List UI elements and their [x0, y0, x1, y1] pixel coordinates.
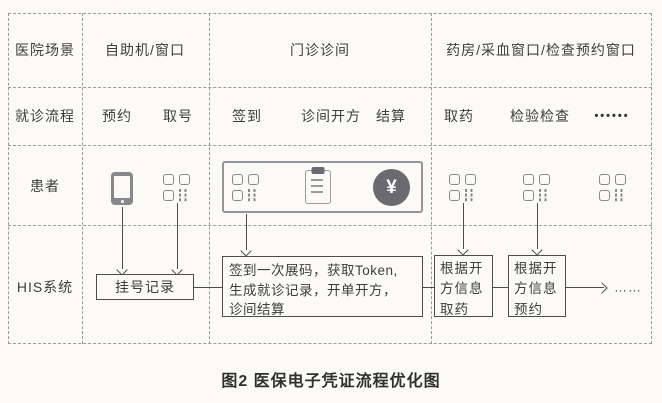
grid-divider-horizontal: [8, 145, 652, 146]
clipboard-clip: [311, 167, 325, 174]
connector-register-to-token: [194, 287, 222, 289]
figure-caption: 图2 医保电子凭证流程优化图: [221, 373, 441, 390]
qr-code-icon: [449, 174, 476, 201]
clinic-actions-frame: [222, 161, 423, 213]
qr-code-icon: [163, 174, 190, 201]
connector-token-to-dispense: [423, 287, 434, 289]
his-token-line-2: 生成就诊记录，开单开方，: [229, 282, 397, 298]
clipboard-icon: [305, 167, 331, 204]
grid-divider-vertical: [82, 13, 83, 344]
step-appointment: 预约: [102, 108, 132, 124]
connector-appoint-to-more: [566, 287, 604, 289]
steps-ellipsis: ••••••: [594, 110, 630, 122]
step-prescription: 诊间开方: [301, 108, 361, 124]
row-label-scene: 医院场景: [15, 42, 75, 58]
his-token-box: 签到一次展码，获取Token, 生成就诊记录，开单开方， 诊间结算: [222, 256, 423, 317]
grid-divider-horizontal: [8, 87, 652, 88]
flow-line-qr-to-register: [176, 203, 178, 269]
his-appoint-box: 根据开方信息预约: [508, 255, 566, 317]
row-label-process: 就诊流程: [15, 108, 75, 124]
flow-line-clinic-to-token: [245, 214, 247, 250]
row-label-his: HIS系统: [16, 279, 74, 295]
flow-line-qr-to-dispense: [462, 203, 464, 249]
smartphone-home-button: [120, 200, 124, 203]
step-check-in: 签到: [232, 108, 262, 124]
grid-divider-horizontal: [8, 225, 652, 226]
qr-code-icon: [232, 174, 259, 201]
his-dispense-box: 根据开方信息取药: [434, 255, 493, 317]
his-token-line-3: 诊间结算: [229, 302, 285, 318]
clipboard-lines: [311, 179, 323, 181]
step-take-number: 取号: [163, 108, 193, 124]
step-lab-exam: 检验检查: [510, 108, 570, 124]
table-outer-border: [8, 13, 652, 344]
scene-pharmacy-windows: 药房/采血窗口/检查预约窗口: [446, 42, 636, 58]
grid-divider-vertical: [209, 13, 210, 344]
smartphone-screen: [114, 176, 130, 198]
scene-self-service: 自助机/窗口: [105, 42, 185, 58]
his-register-record-label: 挂号记录: [115, 279, 175, 295]
yuan-circle-icon: ¥: [373, 169, 410, 206]
scene-clinic-room: 门诊诊间: [290, 42, 350, 58]
qr-code-icon: [599, 174, 626, 201]
connector-dispense-to-appoint: [493, 287, 508, 289]
yuan-symbol: ¥: [386, 176, 397, 198]
his-token-line-1: 签到一次展码，获取Token,: [229, 263, 398, 278]
smartphone-icon: [111, 172, 133, 205]
flow-line-qr-to-appoint: [536, 203, 538, 249]
flow-line-phone-to-register: [121, 207, 123, 269]
grid-divider-vertical: [431, 13, 432, 344]
qr-code-icon: [523, 174, 550, 201]
step-settlement: 结算: [376, 108, 406, 124]
his-register-record-box: 挂号记录: [96, 274, 194, 300]
row-label-patient: 患者: [30, 178, 60, 194]
step-dispensing: 取药: [444, 108, 474, 124]
his-more-ellipsis: ……: [614, 279, 642, 295]
